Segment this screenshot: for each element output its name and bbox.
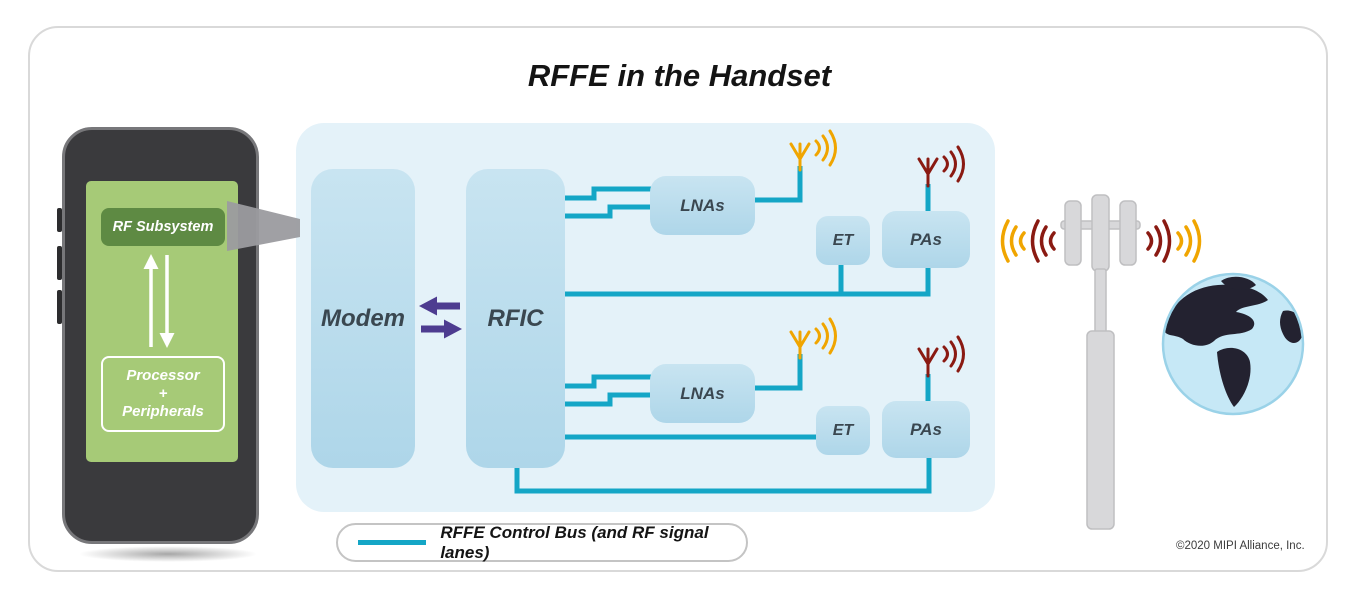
lnas-label-top: LNAs [680,195,725,215]
rfic-box: RFIC [466,169,565,468]
phone-side-button [57,246,62,280]
copyright-text: ©2020 MIPI Alliance, Inc. [1176,540,1305,552]
processor-peripherals-box: Processor + Peripherals [101,356,225,432]
pas-label-bottom: PAs [910,419,942,439]
control-bus-line-sample-icon [358,540,427,545]
diagram-title: RFFE in the Handset [527,58,832,93]
lnas-box-top: LNAs [650,176,755,235]
et-box-bottom: ET [816,406,870,455]
phone-side-button [57,290,62,324]
pas-box-bottom: PAs [882,401,970,458]
et-label-top: ET [832,231,854,249]
rfic-label: RFIC [487,304,544,332]
phone-side-button [57,208,62,232]
pas-label-top: PAs [910,229,942,249]
processor-peripherals-label: Processor + Peripherals [122,367,204,420]
pas-box-top: PAs [882,211,970,268]
et-box-top: ET [816,216,870,265]
lnas-label-bottom: LNAs [680,383,725,403]
rf-subsystem-label: RF Subsystem [112,219,214,235]
rf-subsystem-box: RF Subsystem [101,208,225,246]
lnas-box-bottom: LNAs [650,364,755,423]
legend: RFFE Control Bus (and RF signal lanes) [336,523,748,562]
phone-shadow [78,546,258,562]
legend-label: RFFE Control Bus (and RF signal lanes) [440,522,709,562]
et-label-bottom: ET [832,421,854,439]
modem-label: Modem [321,304,405,332]
modem-box: Modem [311,169,415,468]
